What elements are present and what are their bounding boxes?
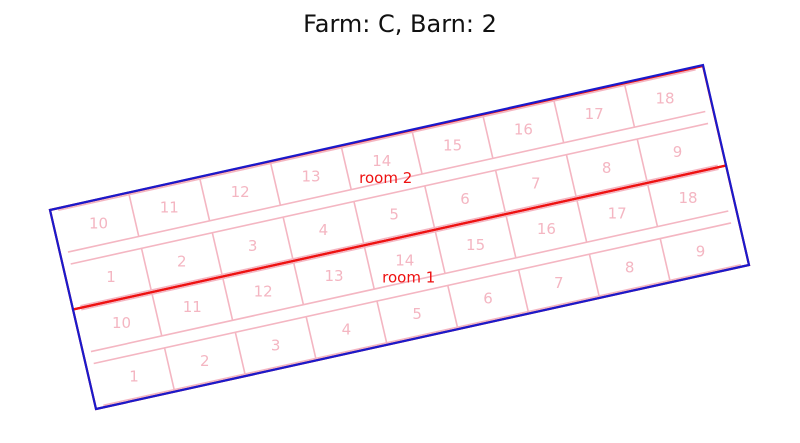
pen-label: 6 xyxy=(460,190,470,208)
pen-divider xyxy=(424,185,436,228)
pen-label: 17 xyxy=(608,205,627,223)
pen-label: 11 xyxy=(183,298,202,316)
pen-label: 12 xyxy=(231,183,250,201)
pen-divider xyxy=(565,154,577,197)
pen-divider xyxy=(282,216,294,260)
room-label: room 2 xyxy=(359,169,412,187)
pen-divider xyxy=(199,178,211,222)
pen-divider xyxy=(624,85,636,128)
pen-label: 1 xyxy=(106,268,116,286)
pen-divider xyxy=(353,201,365,244)
pen-label: 10 xyxy=(112,314,131,332)
pen-label: 15 xyxy=(466,236,485,254)
pen-label: 15 xyxy=(443,136,462,154)
pen-divider xyxy=(447,285,459,328)
pen-label: 9 xyxy=(673,143,683,161)
pen-label: 9 xyxy=(696,243,706,261)
diagram-title: Farm: C, Barn: 2 xyxy=(303,10,497,38)
pen-divider xyxy=(505,215,517,259)
pen-divider xyxy=(576,200,588,243)
pen-row-edge xyxy=(58,68,696,212)
pen-row-edge xyxy=(80,164,718,307)
pen-label: 18 xyxy=(655,89,674,107)
barn-layer xyxy=(48,63,751,411)
pen-label: 2 xyxy=(200,352,210,370)
pen-divider xyxy=(411,132,423,175)
pen-label: 5 xyxy=(389,206,399,224)
rooms-layer xyxy=(48,64,751,411)
pen-label: 2 xyxy=(177,253,187,271)
pen-label: 16 xyxy=(537,220,556,238)
pen-divider xyxy=(553,100,565,143)
pen-divider xyxy=(340,147,352,190)
pen-divider xyxy=(494,170,507,213)
pen-label: 4 xyxy=(342,321,352,339)
pen-label: 10 xyxy=(89,214,108,232)
pen-divider xyxy=(517,269,530,312)
pen-divider xyxy=(128,194,140,237)
pen-label: 4 xyxy=(319,221,329,239)
pen-divider xyxy=(140,248,152,291)
pen-label: 3 xyxy=(271,336,281,354)
pen-label: 3 xyxy=(248,237,258,255)
pen-row-edge xyxy=(90,210,729,353)
pen-label: 1 xyxy=(129,368,139,386)
pen-label: 8 xyxy=(625,258,635,276)
pens-layer xyxy=(58,68,741,407)
pen-divider xyxy=(659,238,671,281)
pen-row-edge xyxy=(70,122,709,265)
pen-label: 13 xyxy=(324,267,343,285)
pen-row-edge xyxy=(103,263,741,407)
pen-label: 7 xyxy=(554,274,564,292)
pen-label: 5 xyxy=(412,305,422,323)
pen-label: 17 xyxy=(585,105,604,123)
pen-label: 7 xyxy=(531,174,541,192)
pen-divider xyxy=(292,262,305,305)
pen-row-edge xyxy=(67,110,706,253)
pen-divider xyxy=(222,278,234,321)
pen-divider xyxy=(434,231,446,274)
pen-divider xyxy=(647,184,659,227)
pen-divider xyxy=(269,163,282,206)
pen-label: 6 xyxy=(483,290,493,308)
barn-outline xyxy=(48,63,751,411)
pen-label: 11 xyxy=(160,199,179,217)
pen-divider xyxy=(305,316,317,359)
pen-divider xyxy=(211,232,223,275)
pen-divider xyxy=(234,332,246,375)
room-label: room 1 xyxy=(382,268,435,286)
pen-divider xyxy=(163,347,175,390)
pen-divider xyxy=(151,293,163,337)
pen-divider xyxy=(363,247,375,290)
pen-divider xyxy=(482,116,494,159)
pen-row-edge xyxy=(93,222,732,365)
pen-label: 12 xyxy=(254,283,273,301)
pen-label: 16 xyxy=(514,121,533,139)
pen-label: 8 xyxy=(602,159,612,177)
pen-divider xyxy=(588,253,600,297)
pen-label: 14 xyxy=(395,251,414,269)
pen-row-edge xyxy=(81,168,719,311)
pen-divider xyxy=(376,300,388,343)
pen-label: 18 xyxy=(678,189,697,207)
pen-label: 14 xyxy=(372,152,391,170)
pen-label: 13 xyxy=(301,168,320,186)
pen-divider xyxy=(636,138,648,182)
